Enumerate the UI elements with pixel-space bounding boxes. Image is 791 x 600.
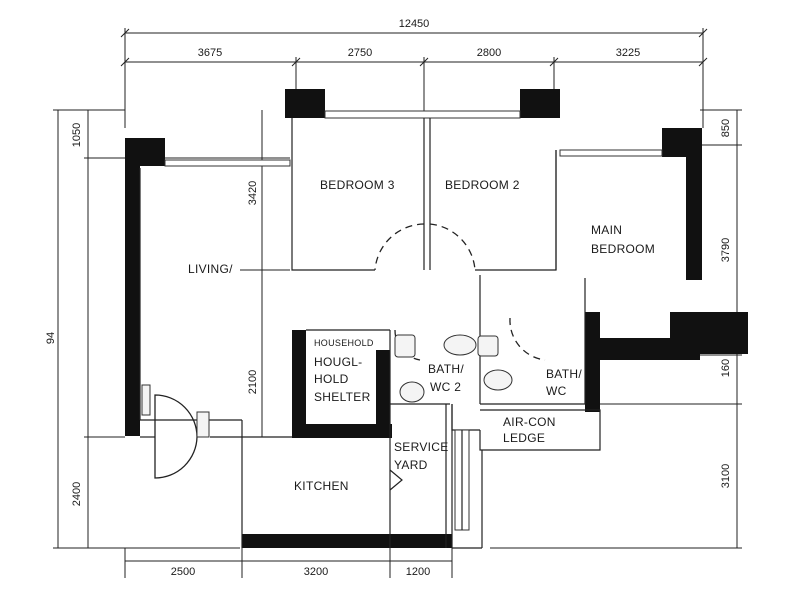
label-living: LIVING/ [188, 262, 233, 276]
dim-left-2: 2400 [71, 482, 83, 506]
label-bedroom-2: BEDROOM 2 [445, 178, 520, 192]
fixtures [394, 334, 513, 403]
dim-top-1: 3675 [198, 47, 222, 59]
dim-right-1: 850 [720, 119, 732, 137]
room-labels: LIVING/ BEDROOM 3 BEDROOM 2 MAIN BEDROOM… [188, 178, 655, 493]
dim-right-3: 160 [720, 359, 732, 377]
dim-right-2: 3790 [720, 238, 732, 262]
label-bath-1-1: BATH/ [546, 367, 582, 381]
dim-inner-2: 2100 [247, 370, 259, 394]
label-shelter-4: SHELTER [314, 390, 371, 404]
label-bath-2-2: WC 2 [430, 380, 461, 394]
label-service-1: SERVICE [394, 440, 449, 454]
dim-right-4: 3100 [720, 464, 732, 488]
dim-inner-1: 3420 [247, 181, 259, 205]
doors [141, 223, 546, 479]
dim-bottom-1: 2500 [171, 566, 195, 578]
label-kitchen: KITCHEN [294, 479, 349, 493]
dim-bottom-2: 3200 [304, 566, 328, 578]
label-aircon-1: AIR-CON [503, 415, 556, 429]
partitions [139, 110, 663, 549]
label-shelter-2: HOUGL- [314, 355, 362, 369]
label-main-bedroom-2: BEDROOM [591, 242, 655, 256]
label-bath-1-2: WC [546, 384, 567, 398]
dim-top-4: 3225 [616, 47, 640, 59]
label-shelter-3: HOLD [314, 372, 349, 386]
label-aircon-2: LEDGE [503, 431, 545, 445]
dimension-lines: 12450 3675 2750 2800 3225 2500 3200 1200… [45, 18, 742, 578]
label-bath-2-1: BATH/ [428, 362, 464, 376]
dim-left-overall: 94 [45, 332, 57, 344]
dim-left-1: 1050 [71, 123, 83, 147]
dim-top-2: 2750 [348, 47, 372, 59]
label-shelter-1: HOUSEHOLD [314, 338, 374, 348]
label-bedroom-3: BEDROOM 3 [320, 178, 395, 192]
dim-bottom-3: 1200 [406, 566, 430, 578]
label-main-bedroom-1: MAIN [591, 223, 622, 237]
dim-overall: 12450 [399, 18, 430, 30]
label-service-2: YARD [394, 458, 428, 472]
dim-top-3: 2800 [477, 47, 501, 59]
walls [125, 89, 748, 548]
